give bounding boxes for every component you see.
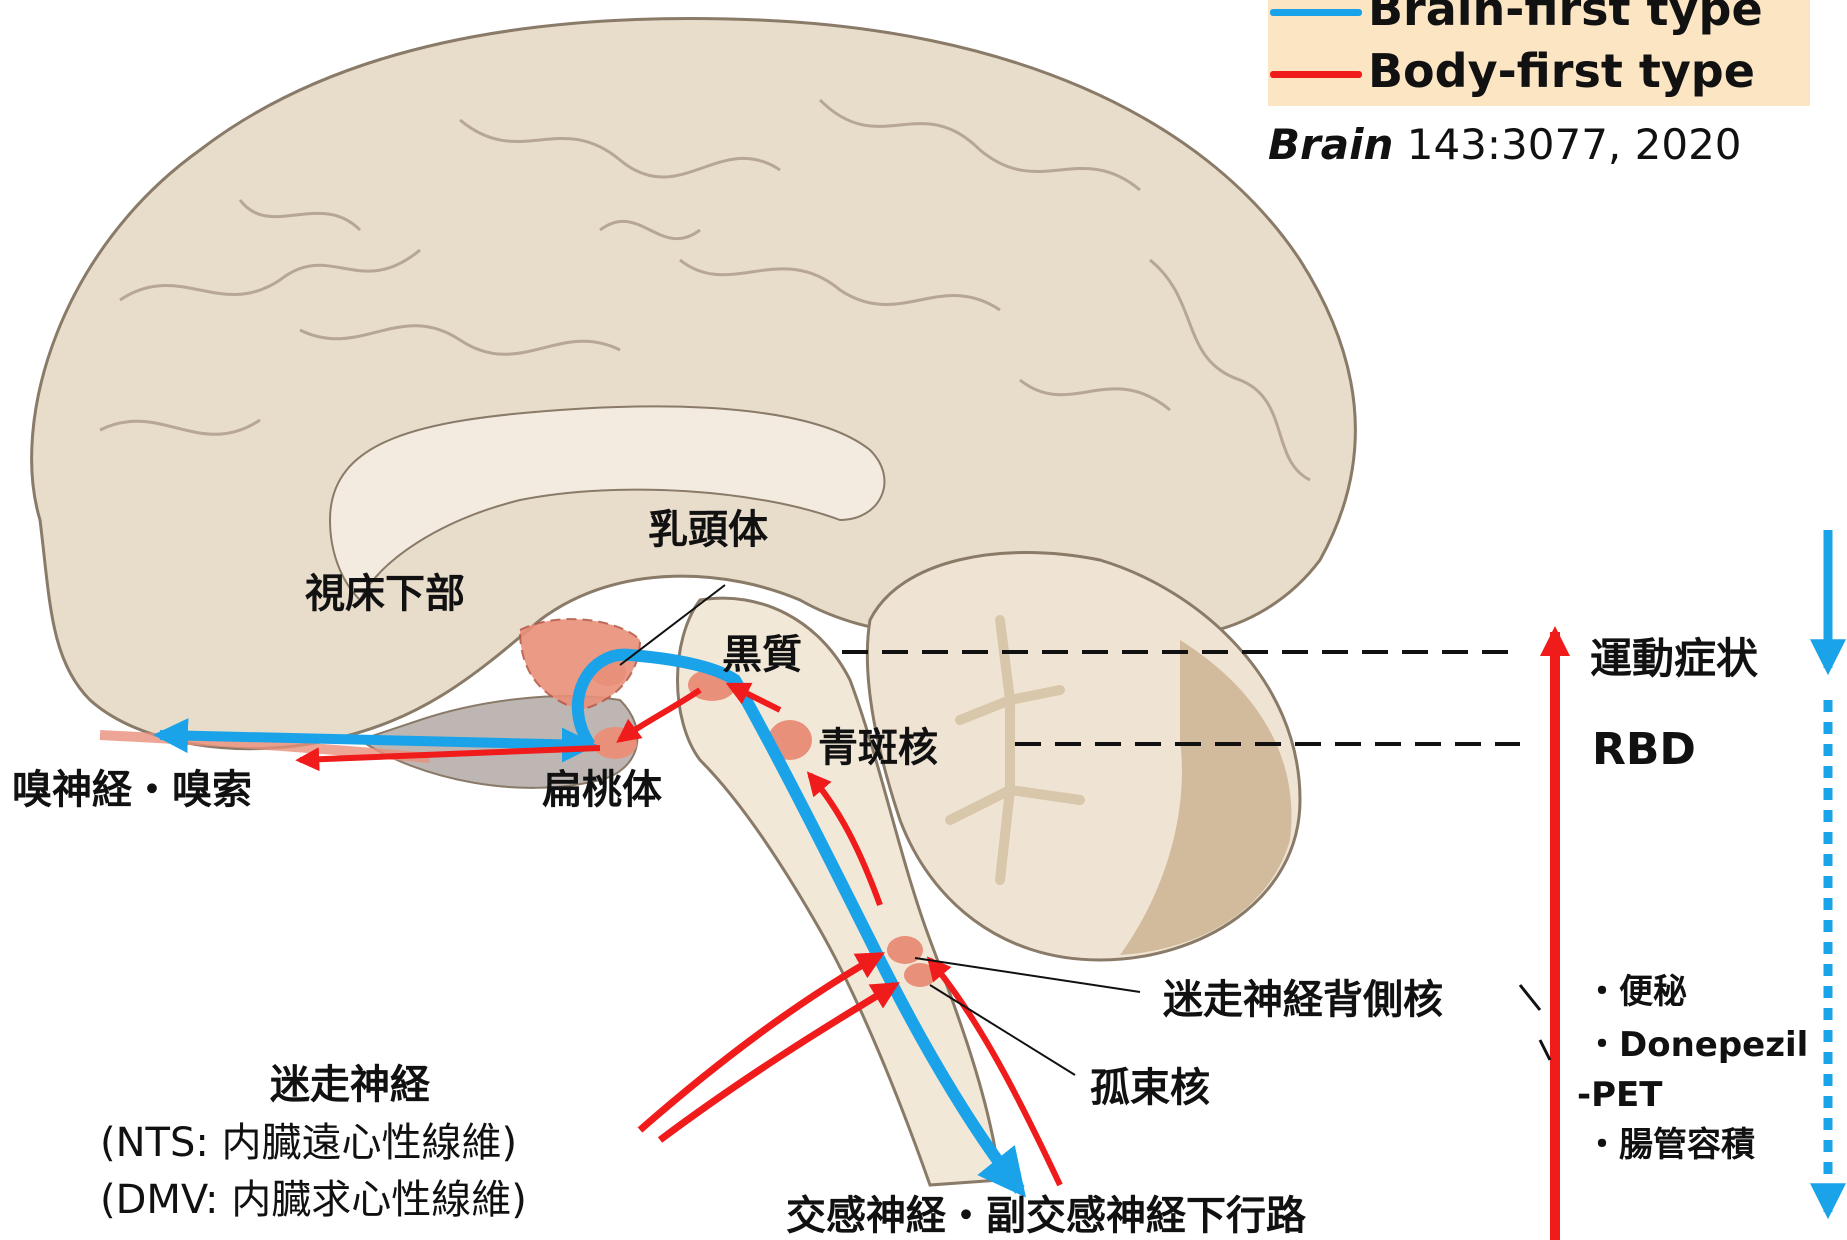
label-vagus-dmv: (DMV: 内臓求心性線維) xyxy=(100,1180,527,1220)
label-olfactory: 嗅神経・嗅索 xyxy=(12,770,252,810)
stage-rbd: RBD xyxy=(1592,728,1696,772)
stage-constipation: ・便秘 xyxy=(1585,975,1687,1009)
label-amygdala: 扁桃体 xyxy=(542,770,662,810)
label-substantia-nigra: 黒質 xyxy=(722,635,802,675)
stage-gut-volume: ・腸管容積 xyxy=(1585,1128,1755,1162)
label-locus-coeruleus: 青斑核 xyxy=(818,728,938,768)
blue-line-swatch xyxy=(1270,9,1362,16)
legend-brain-first: Brain-first type xyxy=(1270,0,1763,32)
label-mammillary-body: 乳頭体 xyxy=(648,510,768,550)
citation: Brain 143:3077, 2020 xyxy=(1268,120,1742,169)
stage-pet: -PET xyxy=(1577,1078,1662,1112)
stage-donepezil: ・Donepezil xyxy=(1585,1028,1808,1062)
label-vagus-nts: (NTS: 内臓遠心性線維) xyxy=(100,1123,517,1163)
label-descending-tract: 交感神経・副交感神経下行路 xyxy=(786,1196,1306,1236)
citation-details: 143:3077, 2020 xyxy=(1407,120,1742,169)
stage-motor: 運動症状 xyxy=(1590,638,1758,680)
label-vagus: 迷走神経 xyxy=(270,1065,430,1105)
label-hypothalamus: 視床下部 xyxy=(305,574,465,614)
bracket-mark xyxy=(1520,985,1550,1060)
red-line-swatch xyxy=(1270,71,1362,78)
dmv-region xyxy=(887,936,923,964)
label-nts: 孤束核 xyxy=(1090,1068,1210,1108)
label-dmv: 迷走神経背側核 xyxy=(1163,980,1443,1020)
nts-region xyxy=(904,963,936,987)
citation-journal: Brain xyxy=(1268,120,1393,169)
legend-body-first: Body-first type xyxy=(1270,48,1755,94)
